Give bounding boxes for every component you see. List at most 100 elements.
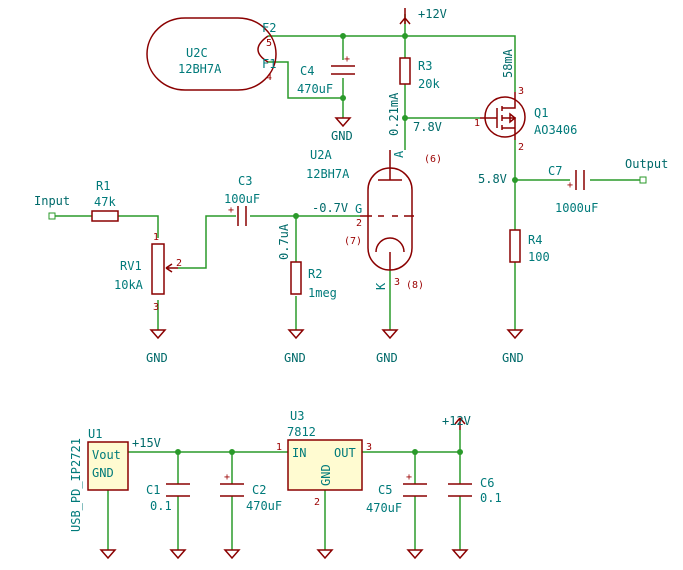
c5-ref: C5 bbox=[378, 483, 392, 497]
c5-plus: + bbox=[406, 472, 412, 483]
resistor-r1: R1 47k bbox=[91, 179, 119, 222]
u3-pin2: 2 bbox=[314, 497, 320, 508]
rv1-value: 10kA bbox=[114, 278, 144, 292]
junction-dot bbox=[229, 449, 235, 455]
capacitor-c2: + C2 470uF bbox=[220, 472, 282, 513]
r2-value: 1meg bbox=[308, 286, 337, 300]
wires bbox=[55, 14, 640, 550]
gnd-label: GND bbox=[284, 351, 306, 365]
u2c-pin-f1: F1 bbox=[262, 57, 276, 71]
resistor-r4: R4 100 bbox=[509, 229, 550, 264]
u2a-grid-label: G bbox=[355, 202, 362, 216]
potentiometer-rv1: 1 2 3 RV1 10kA bbox=[114, 232, 182, 313]
u2a-pin-num-3: 3 bbox=[394, 277, 400, 288]
u1-pin-vout: Vout bbox=[92, 448, 121, 462]
u2a-ref: U2A bbox=[310, 148, 332, 162]
junction-dot bbox=[512, 177, 518, 183]
junction-dot bbox=[175, 449, 181, 455]
u1-ref: U1 bbox=[88, 427, 102, 441]
c7-plus: + bbox=[567, 180, 573, 191]
u3-ref: U3 bbox=[290, 409, 304, 423]
capacitor-c6: C6 0.1 bbox=[448, 476, 502, 505]
u3-pin-gnd: GND bbox=[319, 464, 333, 486]
junction-dot bbox=[402, 115, 408, 121]
net-label-output: Output bbox=[625, 157, 668, 171]
c6-value: 0.1 bbox=[480, 491, 502, 505]
net-label-plus12: +12V bbox=[418, 7, 447, 21]
gnd-symbols bbox=[99, 117, 524, 560]
resistor-r2: R2 1meg bbox=[290, 261, 337, 300]
tube-heater-u2c: U2C 12BH7A F2 F1 5 4 bbox=[146, 17, 277, 91]
capacitor-c1: C1 0.1 bbox=[146, 483, 190, 513]
u2c-ref: U2C bbox=[186, 46, 208, 60]
gnd-label: GND bbox=[502, 351, 524, 365]
c2-plus: + bbox=[224, 472, 230, 483]
u1-pin-gnd: GND bbox=[92, 466, 114, 480]
tube-triode-u2a: U2A 12BH7A A (6) G 2 (7) K 3 (8) bbox=[306, 148, 442, 291]
r4-ref: R4 bbox=[528, 233, 542, 247]
c1-ref: C1 bbox=[146, 483, 160, 497]
r3-value: 20k bbox=[418, 77, 440, 91]
net-label-plus15: +15V bbox=[132, 436, 161, 450]
c3-ref: C3 bbox=[238, 174, 252, 188]
annotation-volt-grid: -0.7V bbox=[312, 201, 348, 215]
u2c-value: 12BH7A bbox=[178, 62, 222, 76]
q1-pin3: 3 bbox=[518, 86, 524, 97]
r1-value: 47k bbox=[94, 195, 116, 209]
u2c-pin-f2: F2 bbox=[262, 21, 276, 35]
r4-value: 100 bbox=[528, 250, 550, 264]
u2a-anode-label: A bbox=[392, 150, 406, 158]
regulator-u3: U3 7812 IN OUT GND 1 2 3 bbox=[276, 409, 372, 508]
u3-pin1: 1 bbox=[276, 442, 282, 453]
c2-ref: C2 bbox=[252, 483, 266, 497]
annotation-current-q1: 58mA bbox=[501, 48, 515, 78]
u1-value: USB_PD_IP2721 bbox=[69, 438, 83, 532]
junction-dot bbox=[457, 449, 463, 455]
q1-value: AO3406 bbox=[534, 123, 577, 137]
input-port bbox=[48, 212, 56, 220]
annotation-volt-gate: 7.8V bbox=[413, 120, 442, 134]
annotation-volt-source: 5.8V bbox=[478, 172, 507, 186]
junction-dot bbox=[293, 213, 299, 219]
net-label-input: Input bbox=[34, 194, 70, 208]
junction-dot bbox=[340, 95, 346, 101]
q1-pin2: 2 bbox=[518, 142, 524, 153]
u3-pin-out: OUT bbox=[334, 446, 356, 460]
gnd-label: GND bbox=[376, 351, 398, 365]
c4-plus: + bbox=[344, 54, 350, 65]
u2a-value: 12BH7A bbox=[306, 167, 350, 181]
c4-ref: C4 bbox=[300, 64, 314, 78]
capacitor-c5: + C5 470uF bbox=[366, 472, 427, 515]
c3-plus: + bbox=[228, 205, 234, 216]
c7-ref: C7 bbox=[548, 164, 562, 178]
r1-ref: R1 bbox=[96, 179, 110, 193]
u2a-pin-anode: (6) bbox=[424, 154, 442, 165]
r3-ref: R3 bbox=[418, 59, 432, 73]
u2a-pin-grid: (7) bbox=[344, 236, 362, 247]
output-port bbox=[639, 176, 647, 184]
u3-pin-in: IN bbox=[292, 446, 306, 460]
rv1-ref: RV1 bbox=[120, 259, 142, 273]
u2c-pin5: 5 bbox=[266, 38, 272, 49]
junctions bbox=[175, 33, 518, 455]
capacitor-c7: + C7 1000uF bbox=[548, 164, 598, 215]
c2-value: 470uF bbox=[246, 499, 282, 513]
gnd-label: GND bbox=[331, 129, 353, 143]
c5-value: 470uF bbox=[366, 501, 402, 515]
c4-value: 470uF bbox=[297, 82, 333, 96]
rv1-pin1: 1 bbox=[153, 232, 159, 243]
junction-dot bbox=[412, 449, 418, 455]
c3-value: 100uF bbox=[224, 192, 260, 206]
rv1-pin2: 2 bbox=[176, 258, 182, 269]
u3-value: 7812 bbox=[287, 425, 316, 439]
u3-pin3: 3 bbox=[366, 442, 372, 453]
r2-ref: R2 bbox=[308, 267, 322, 281]
u2a-pin-cathode: (8) bbox=[406, 280, 424, 291]
annotation-current-grid: 0.7uA bbox=[277, 223, 291, 260]
power-plus12-reg: +12V bbox=[442, 414, 471, 430]
q1-ref: Q1 bbox=[534, 106, 548, 120]
ic-u1: Vout GND U1 USB_PD_IP2721 bbox=[69, 427, 129, 532]
c1-value: 0.1 bbox=[150, 499, 172, 513]
